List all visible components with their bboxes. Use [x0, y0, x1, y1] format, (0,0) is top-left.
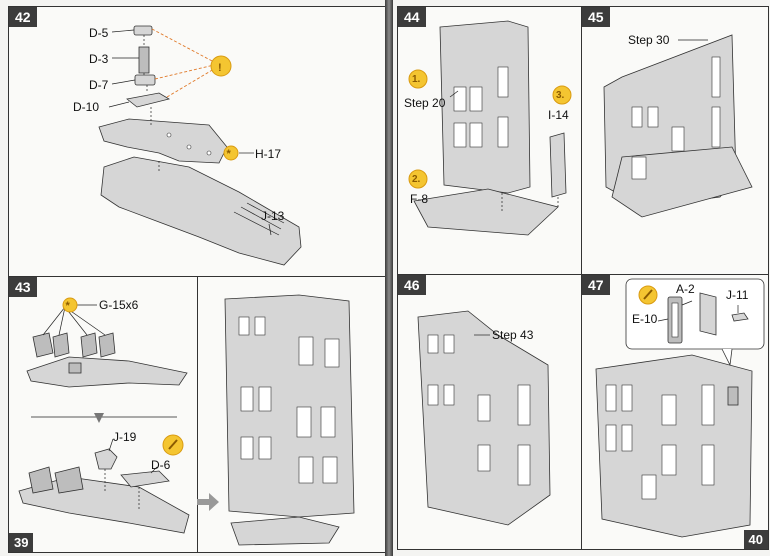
label-j11: J-11	[726, 288, 749, 302]
label-d6: D-6	[151, 458, 171, 472]
page-number: 40	[743, 530, 768, 549]
sub-assembly-base	[26, 356, 188, 388]
step-47-panel: 47 A-2 J-11 E-	[581, 274, 769, 550]
right-page: 44 1. 3. 2. Step 20 I-14 F-8 45	[393, 0, 770, 556]
order-badge-1	[408, 69, 428, 89]
order-badge-2-text: 2.	[412, 174, 421, 185]
step-46-illustration	[417, 310, 551, 526]
facade-base	[230, 516, 340, 546]
label-e10: E-10	[632, 312, 658, 326]
order-badge-3	[552, 85, 572, 105]
step-47-illustration	[595, 278, 765, 538]
exclamation-icon-glyph: !	[218, 62, 222, 74]
part-d6	[120, 470, 170, 488]
label-step-30: Step 30	[628, 33, 670, 47]
tower-block	[54, 466, 84, 494]
label-h17: H-17	[255, 147, 282, 161]
label-j13: J-13	[261, 209, 285, 223]
step-number: 45	[582, 7, 610, 27]
step-42-panel: 42	[8, 6, 385, 278]
building-shell	[439, 20, 531, 194]
building-windows	[605, 384, 715, 500]
asterisk-icon-glyph: *	[227, 148, 232, 160]
building-windows	[427, 334, 531, 486]
part-a2	[699, 292, 717, 336]
callout-target	[727, 386, 739, 406]
part-f8	[413, 188, 559, 236]
label-j19: J-19	[113, 430, 137, 444]
building-windows	[453, 66, 509, 148]
step-45-panel: 45 Step 30	[581, 6, 769, 276]
part-j11	[731, 312, 749, 322]
asterisk-icon	[223, 145, 239, 161]
step-43-illustration: *	[18, 294, 355, 546]
asterisk-icon-glyph: *	[66, 300, 71, 312]
label-d7: D-7	[89, 78, 109, 92]
arrow-down-icon	[94, 413, 104, 423]
tower-block	[28, 466, 54, 494]
order-badge-3-text: 3.	[556, 90, 565, 101]
label-g15x6: G-15x6	[99, 298, 139, 312]
part-g15	[32, 332, 54, 358]
part-j13	[100, 156, 302, 266]
label-i14: I-14	[548, 108, 569, 122]
panel-divider	[197, 277, 198, 552]
arrow-right-icon	[197, 493, 219, 511]
facade-windows	[238, 316, 340, 484]
part-j19	[94, 448, 118, 470]
label-d3: D-3	[89, 52, 109, 66]
part-d7	[134, 74, 156, 86]
left-page: 42	[0, 0, 385, 556]
part-g15	[98, 332, 116, 358]
facade-assembly	[224, 294, 355, 518]
callout-box	[625, 278, 765, 350]
exclamation-icon	[210, 55, 232, 77]
label-f8: F-8	[410, 192, 428, 206]
step-46-panel: 46 Step 43	[397, 274, 583, 550]
part-g15	[52, 332, 70, 358]
part-i14	[549, 132, 567, 198]
order-badge-2	[408, 169, 428, 189]
part-g15	[80, 332, 98, 358]
page-number: 39	[9, 533, 34, 552]
asterisk-icon	[62, 297, 78, 313]
small-block	[68, 362, 82, 374]
step-number: 44	[398, 7, 426, 27]
label-d5: D-5	[89, 26, 109, 40]
label-step-20: Step 20	[404, 96, 446, 110]
step-45-illustration	[603, 34, 753, 218]
step-42-illustration: ! *	[98, 25, 302, 266]
part-d5	[133, 25, 153, 36]
part-d10	[126, 92, 171, 108]
label-d10: D-10	[73, 100, 100, 114]
step-44-panel: 44 1. 3. 2. Step 20 I-14 F-8	[397, 6, 583, 276]
building-windows	[631, 56, 721, 180]
step-43-panel: 43 *	[8, 276, 385, 553]
step-number: 46	[398, 275, 426, 295]
base-plate	[611, 146, 753, 218]
label-step-43: Step 43	[492, 328, 534, 342]
order-badge-1-text: 1.	[412, 74, 421, 85]
part-h17	[98, 118, 228, 164]
part-d3	[138, 46, 150, 74]
step-number: 42	[9, 7, 37, 27]
book-gutter	[385, 0, 393, 556]
label-a2: A-2	[676, 282, 695, 296]
step-number: 47	[582, 275, 610, 295]
step-number: 43	[9, 277, 37, 297]
step-44-illustration	[408, 20, 572, 236]
